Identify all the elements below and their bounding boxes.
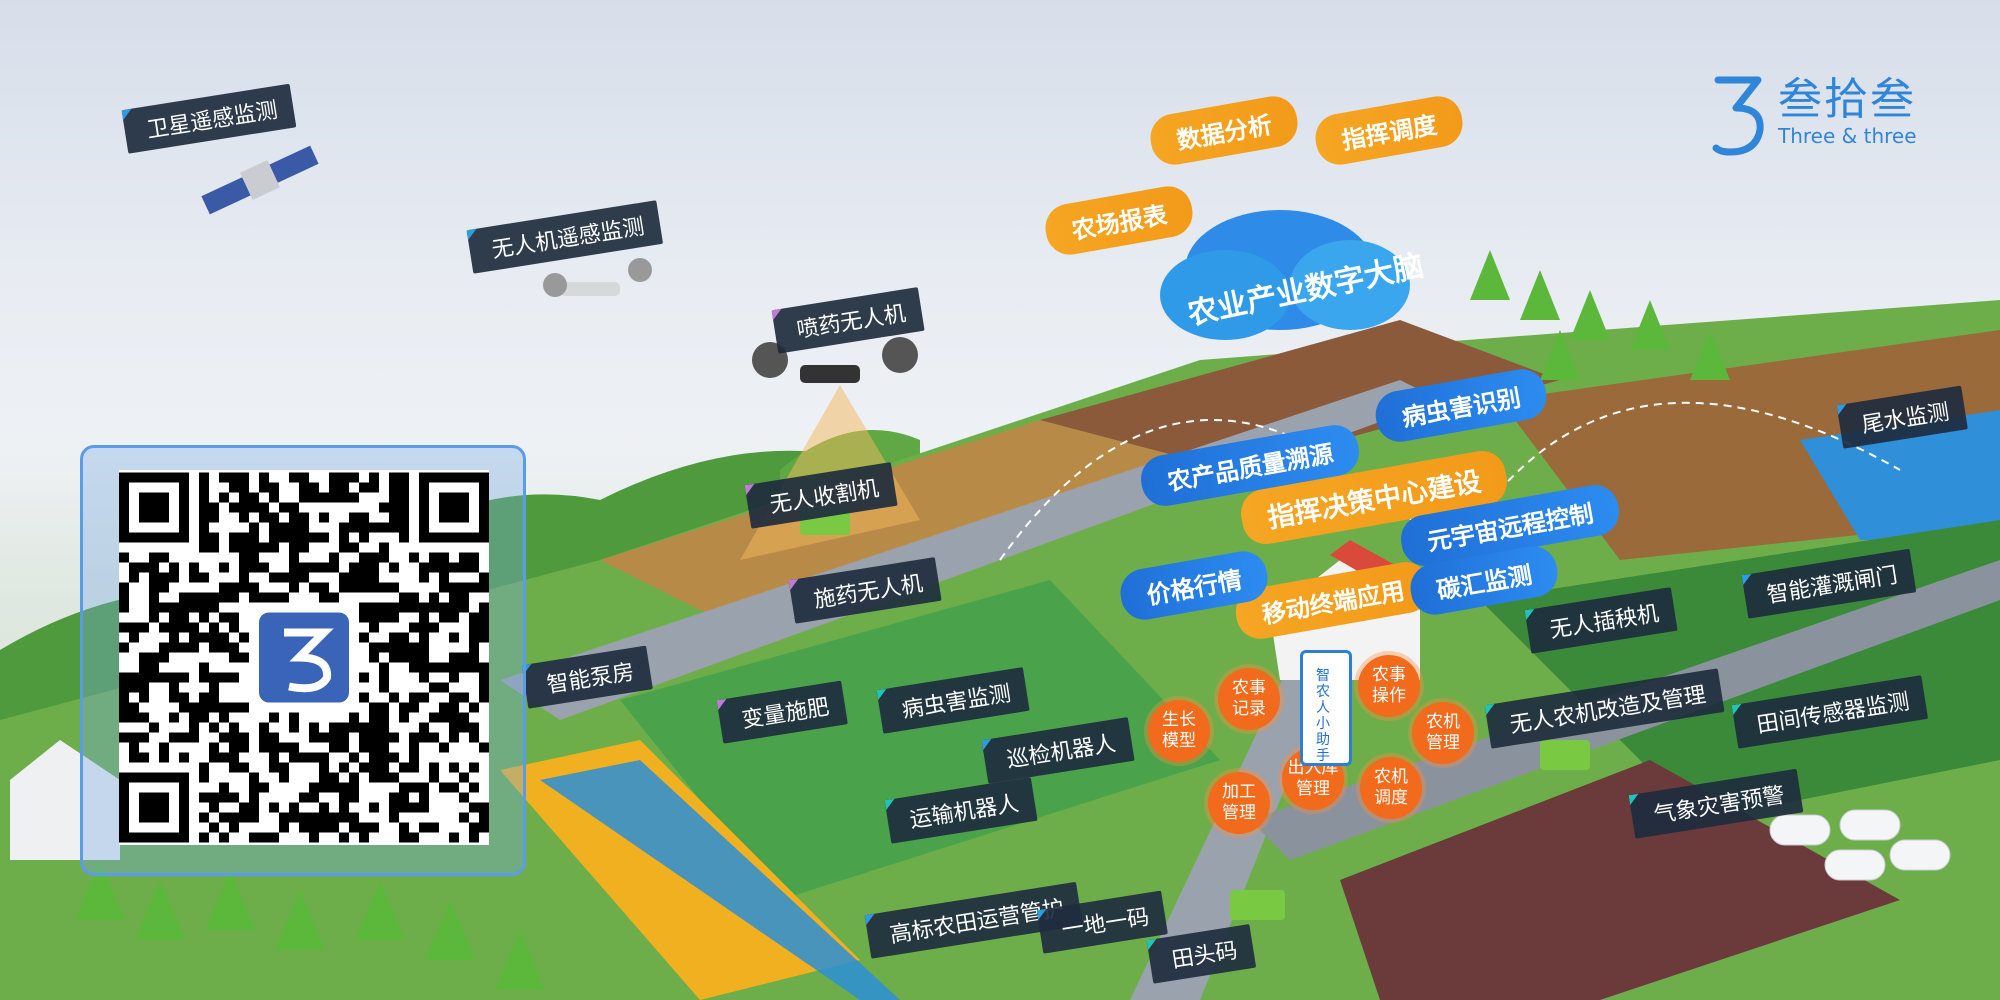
circle-farm-records: 农事 记录 <box>1218 668 1280 730</box>
circle-growth-model: 生长 模型 <box>1148 700 1210 762</box>
qr-code-pattern <box>119 472 489 843</box>
circle-machinery-management: 农机 管理 <box>1412 702 1474 764</box>
three-logo-icon <box>1712 76 1764 156</box>
circle-machinery-dispatch: 农机 调度 <box>1360 757 1422 819</box>
circle-processing-management: 加工 管理 <box>1208 772 1270 834</box>
brand-logo: 叁拾叁 Three & three <box>1710 68 1917 156</box>
brand-name-en: Three & three <box>1778 124 1917 148</box>
circle-farm-operations: 农事 操作 <box>1358 655 1420 717</box>
qr-code-panel <box>80 445 526 876</box>
brand-name-cn: 叁拾叁 <box>1778 74 1916 125</box>
kiosk-terminal <box>1300 650 1352 766</box>
kiosk-label: 智农人小助手 <box>1316 668 1330 764</box>
qr-code <box>119 470 489 845</box>
